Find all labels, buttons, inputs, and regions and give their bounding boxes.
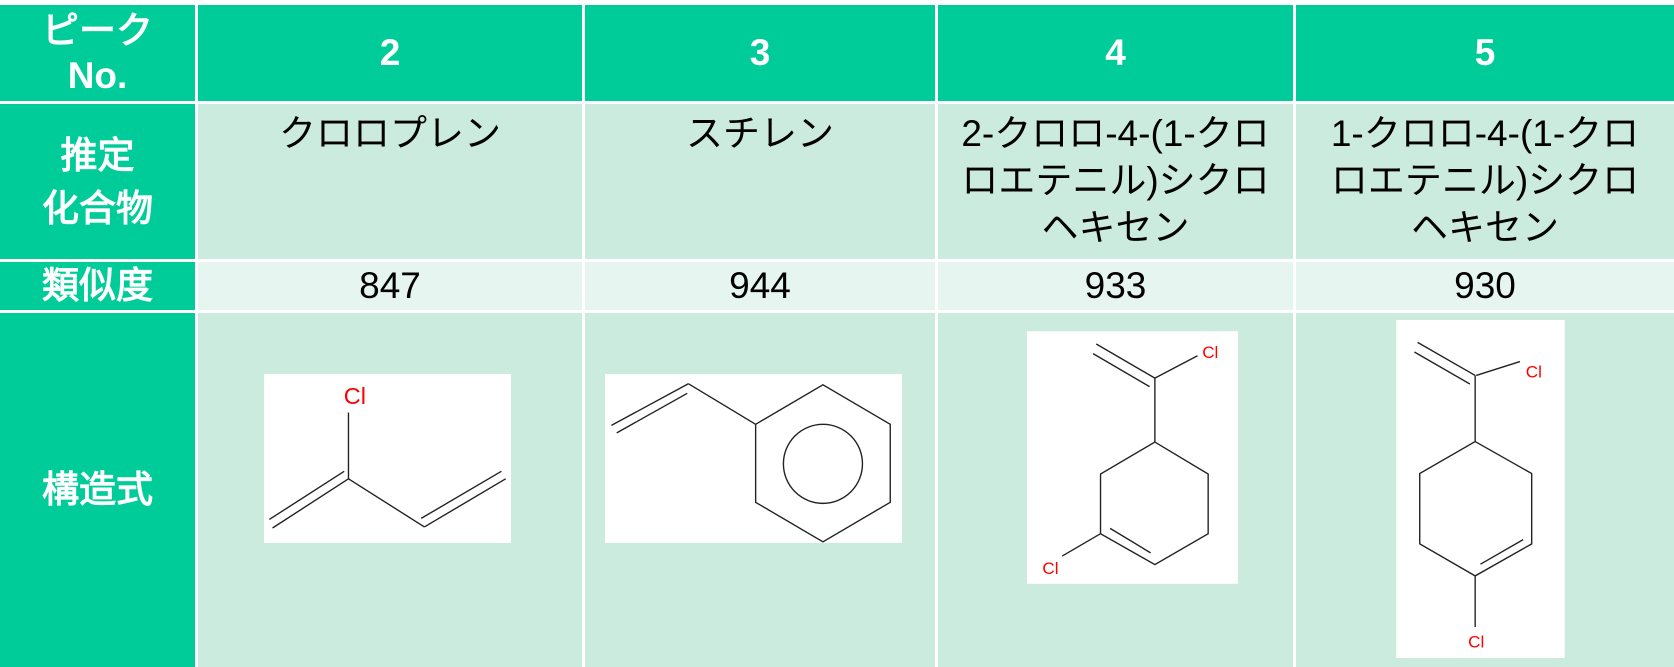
- compound-table: ピーク No. 2 3 4 5 推定 化合物 クロロプレン スチレン 2-クロロ…: [0, 5, 1674, 667]
- compound-row-header: 推定 化合物: [0, 104, 195, 259]
- atom-label: Cl: [1202, 343, 1218, 362]
- peak-number: 4: [1105, 32, 1126, 73]
- peak-no-header: ピーク No.: [0, 5, 195, 101]
- similarity-value: 944: [729, 265, 791, 306]
- aromatic-circle: [782, 423, 864, 505]
- bond: [1109, 527, 1151, 554]
- bond: [1476, 360, 1521, 377]
- structure-row-header: 構造式: [0, 313, 195, 667]
- bond: [348, 478, 425, 528]
- structure-background: [264, 374, 511, 543]
- compound-name-cell: スチレン: [585, 104, 935, 259]
- structure-cell: Cl Cl: [1296, 313, 1674, 667]
- atom-label: Cl: [344, 383, 366, 409]
- benzene-ring: [754, 383, 891, 543]
- compound-label-line2: 化合物: [42, 187, 153, 229]
- bond: [1092, 353, 1150, 388]
- structure-cell: Cl: [198, 313, 582, 667]
- structure-label: 構造式: [42, 469, 153, 510]
- bond: [272, 478, 349, 529]
- atom-label: Cl: [1468, 632, 1484, 651]
- similarity-row-header: 類似度: [0, 262, 195, 310]
- peak-no-label-line2: No.: [67, 55, 128, 96]
- bond: [420, 470, 502, 519]
- similarity-cell: 847: [198, 262, 582, 310]
- bond: [611, 383, 689, 426]
- cyclohexene-ring: [1099, 441, 1209, 566]
- bond: [1095, 343, 1156, 379]
- bond: [268, 470, 345, 521]
- compound-label-line1: 推定: [60, 134, 135, 176]
- similarity-value: 847: [359, 265, 421, 306]
- peak-header-cell: 3: [585, 5, 935, 101]
- similarity-value: 930: [1454, 265, 1516, 306]
- bond: [687, 383, 756, 425]
- peak-number: 3: [749, 32, 771, 73]
- similarity-cell: 930: [1296, 262, 1674, 310]
- compound-name-cell: 2-クロロ-4-(1-クロロエテニル)シクロヘキセン: [938, 104, 1293, 259]
- similarity-cell: 933: [938, 262, 1293, 310]
- peak-number: 5: [1474, 32, 1496, 73]
- structure-background: [1396, 320, 1565, 658]
- similarity-label: 類似度: [42, 265, 153, 306]
- bond: [1417, 341, 1476, 377]
- compound-name: スチレン: [686, 113, 834, 154]
- compound-name-cell: クロロプレン: [198, 104, 582, 259]
- atom-label: Cl: [1526, 363, 1542, 382]
- peak-header-cell: 2: [198, 5, 582, 101]
- structure-drawing: [605, 374, 902, 543]
- bond: [1154, 355, 1198, 379]
- structure-drawing: Cl Cl: [1396, 320, 1565, 658]
- bond: [424, 478, 507, 528]
- compound-name: 2-クロロ-4-(1-クロロエテニル)シクロヘキセン: [961, 113, 1270, 248]
- structure-background: [605, 374, 902, 543]
- bond: [616, 392, 688, 434]
- structure-drawing: Cl Cl: [1027, 331, 1238, 584]
- structure-cell: [585, 313, 935, 667]
- peak-no-label-line1: ピーク: [42, 10, 153, 51]
- compound-name: クロロプレン: [279, 113, 501, 154]
- compound-name-cell: 1-クロロ-4-(1-クロロエテニル)シクロヘキセン: [1296, 104, 1674, 259]
- similarity-cell: 944: [585, 262, 935, 310]
- bond: [1480, 539, 1524, 565]
- similarity-value: 933: [1084, 265, 1147, 306]
- structure-drawing: Cl: [264, 374, 511, 543]
- bond: [1061, 533, 1101, 557]
- structure-background: [1027, 331, 1238, 584]
- compound-name: 1-クロロ-4-(1-クロロエテニル)シクロヘキセン: [1330, 113, 1640, 248]
- peak-header-cell: 5: [1296, 5, 1674, 101]
- bond: [1414, 351, 1471, 385]
- structure-cell: Cl Cl: [938, 313, 1293, 667]
- peak-header-cell: 4: [938, 5, 1293, 101]
- peak-number: 2: [379, 32, 401, 73]
- atom-label: Cl: [1042, 559, 1058, 578]
